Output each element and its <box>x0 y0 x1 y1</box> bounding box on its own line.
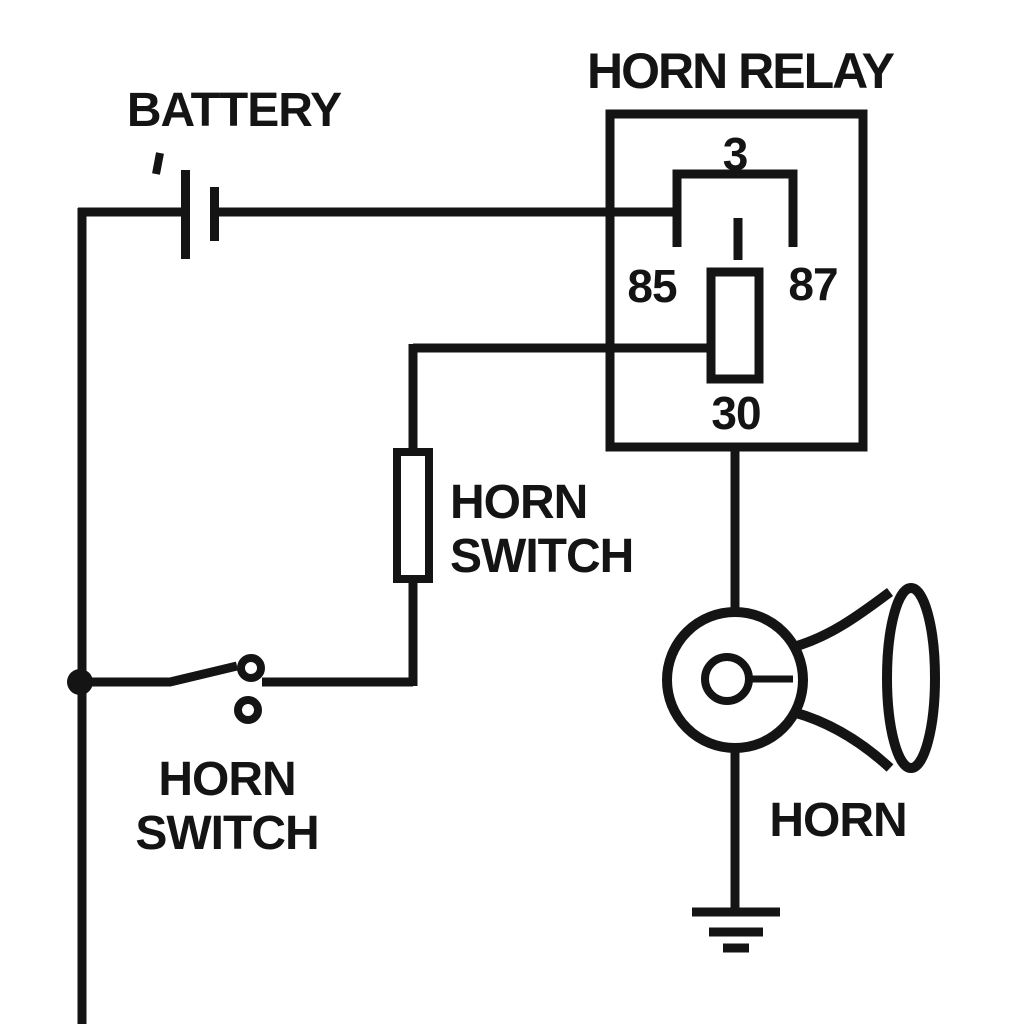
horn-bell-mouth <box>882 583 940 773</box>
relay-contact-bracket-symbol <box>672 169 798 247</box>
horn-switch-component-label-line1: HORN <box>450 476 588 529</box>
battery-label: BATTERY <box>126 84 342 137</box>
horn-switch-component-label-line2: SWITCH <box>450 530 634 583</box>
ground-symbol <box>692 907 780 953</box>
horn-switch-symbol-label-line1: HORN <box>158 753 296 806</box>
relay-box-symbol <box>605 109 868 452</box>
horn-inner-circle <box>701 653 753 705</box>
horn-neck-top <box>788 587 893 653</box>
relay-outline <box>605 109 868 452</box>
wires <box>77 207 740 1024</box>
horn-neck-bottom <box>791 707 894 772</box>
relay-terminal-3-label: 3 <box>722 128 749 180</box>
horn-switch-symbol-label-line2: SWITCH <box>135 807 319 860</box>
relay-terminal-85-label: 85 <box>627 260 677 312</box>
relay-terminal-30-label: 30 <box>711 387 761 439</box>
horn-switch-symbol-label: HORN SWITCH <box>135 753 319 861</box>
horn-label: HORN <box>769 794 907 847</box>
battery-polarity-tick <box>152 152 164 175</box>
relay-terminal-87-label: 87 <box>788 258 838 310</box>
horn-symbol <box>662 583 940 773</box>
battery-cell-symbol <box>152 152 219 259</box>
switch-contact-lower <box>234 696 262 724</box>
battery-plate-short <box>210 187 219 241</box>
resistor-style-switch-symbol <box>393 448 433 583</box>
switch-contact-upper <box>237 654 265 682</box>
relay-coil-symbol <box>706 267 764 384</box>
switch-blade-contact-symbol <box>67 654 265 724</box>
junction-dot <box>67 669 93 695</box>
horn-relay-label: HORN RELAY <box>587 43 895 99</box>
switch-blade <box>80 661 239 687</box>
horn-switch-component-label: HORN SWITCH <box>450 476 634 584</box>
battery-plate-long <box>181 170 190 259</box>
